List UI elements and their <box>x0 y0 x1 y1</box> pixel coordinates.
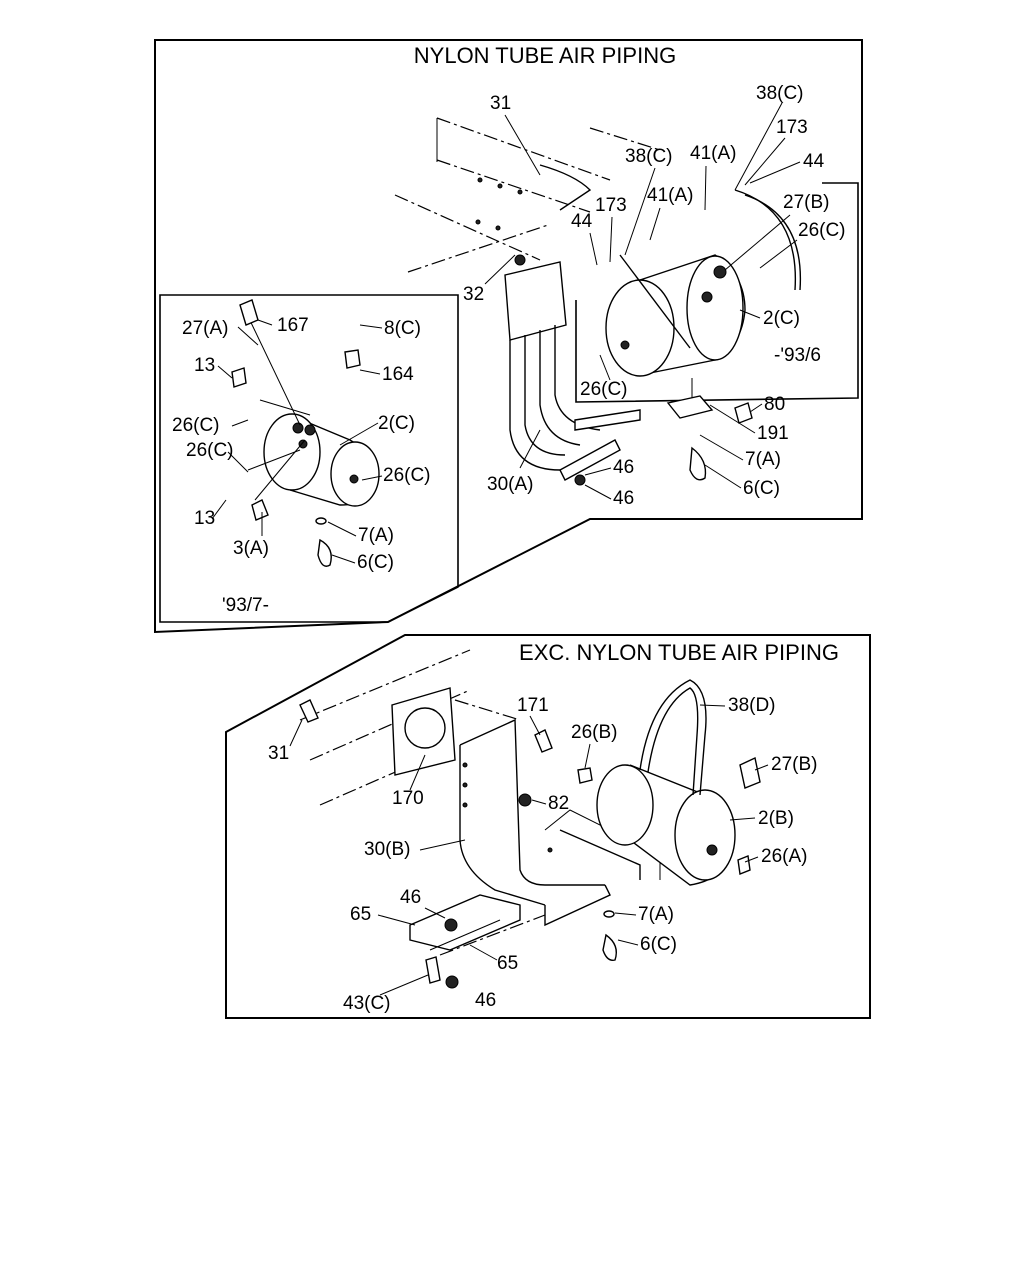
callout: 170 <box>392 788 424 809</box>
bottom-panel-frame <box>225 634 871 1019</box>
callout: 43(C) <box>343 993 391 1014</box>
inset-right-frame <box>575 182 859 403</box>
callout: 2(C) <box>763 308 800 329</box>
callout: 38(C) <box>756 83 804 104</box>
callout: 65 <box>350 904 371 925</box>
callout: 7(A) <box>745 449 781 470</box>
callout: 46 <box>475 990 496 1011</box>
callout: 6(C) <box>743 478 780 499</box>
callout: 3(A) <box>233 538 269 559</box>
callout: 167 <box>277 315 309 336</box>
callout: 44 <box>803 151 825 172</box>
callout: 44 <box>571 211 593 232</box>
callout: 13 <box>194 508 215 529</box>
callout: 27(B) <box>771 754 817 775</box>
callout: 171 <box>517 695 549 716</box>
callout: 26(C) <box>186 440 234 461</box>
callout: 26(B) <box>571 722 617 743</box>
callout: 2(B) <box>758 808 794 829</box>
callout: 26(C) <box>798 220 846 241</box>
callout: 46 <box>613 457 634 478</box>
plate-65 <box>409 894 546 989</box>
callout: 41(A) <box>647 185 693 206</box>
inset-left-frame <box>159 294 459 623</box>
bracket-30a <box>504 254 641 486</box>
callout: 82 <box>548 793 569 814</box>
bracket-191 <box>666 378 753 481</box>
callout: 41(A) <box>690 143 736 164</box>
callout: 2(C) <box>378 413 415 434</box>
callout: 80 <box>764 394 785 415</box>
bottom-panel-title: EXC. NYLON TUBE AIR PIPING <box>519 640 839 665</box>
callout: 6(C) <box>357 552 394 573</box>
callout: 13 <box>194 355 215 376</box>
callout: 7(A) <box>638 904 674 925</box>
callout: 27(A) <box>182 318 228 339</box>
top-panel-frame <box>154 39 863 634</box>
air-tank-2c-right <box>605 189 802 377</box>
air-tank-2b <box>299 679 761 961</box>
callout: 173 <box>595 195 627 216</box>
bottom-callouts: 171 38(D) 31 26(B) 27(B) 170 82 2(B) 30(… <box>268 695 817 1014</box>
callout: 30(A) <box>487 474 533 495</box>
callout: 26(C) <box>383 465 431 486</box>
callout: 26(C) <box>172 415 220 436</box>
callout: 26(A) <box>761 846 807 867</box>
callout: 32 <box>463 284 484 305</box>
callout: 31 <box>490 93 511 114</box>
top-panel-title: NYLON TUBE AIR PIPING <box>414 43 676 68</box>
callout: 164 <box>382 364 414 385</box>
callout: 38(D) <box>728 695 776 716</box>
leader-lines <box>211 102 801 996</box>
callout: 7(A) <box>358 525 394 546</box>
callout: 27(B) <box>783 192 829 213</box>
frame-rail-top <box>394 117 661 273</box>
callout: 173 <box>776 117 808 138</box>
callout: 46 <box>613 488 634 509</box>
frame-rail-bottom <box>299 649 521 806</box>
callout: 6(C) <box>640 934 677 955</box>
callout: 38(C) <box>625 146 673 167</box>
callout: 30(B) <box>364 839 410 860</box>
callout: 8(C) <box>384 318 421 339</box>
callout: 31 <box>268 743 289 764</box>
callout: 26(C) <box>580 379 628 400</box>
inset-right-label: -'93/6 <box>774 345 821 366</box>
inset-left-label: '93/7- <box>222 595 269 616</box>
callout: 65 <box>497 953 518 974</box>
top-callouts: 31 38(C) 173 38(C) 41(A) 44 41(A) 27(B) … <box>172 83 846 573</box>
callout: 191 <box>757 423 789 444</box>
callout: 46 <box>400 887 421 908</box>
air-tank-2c-left <box>231 299 380 567</box>
